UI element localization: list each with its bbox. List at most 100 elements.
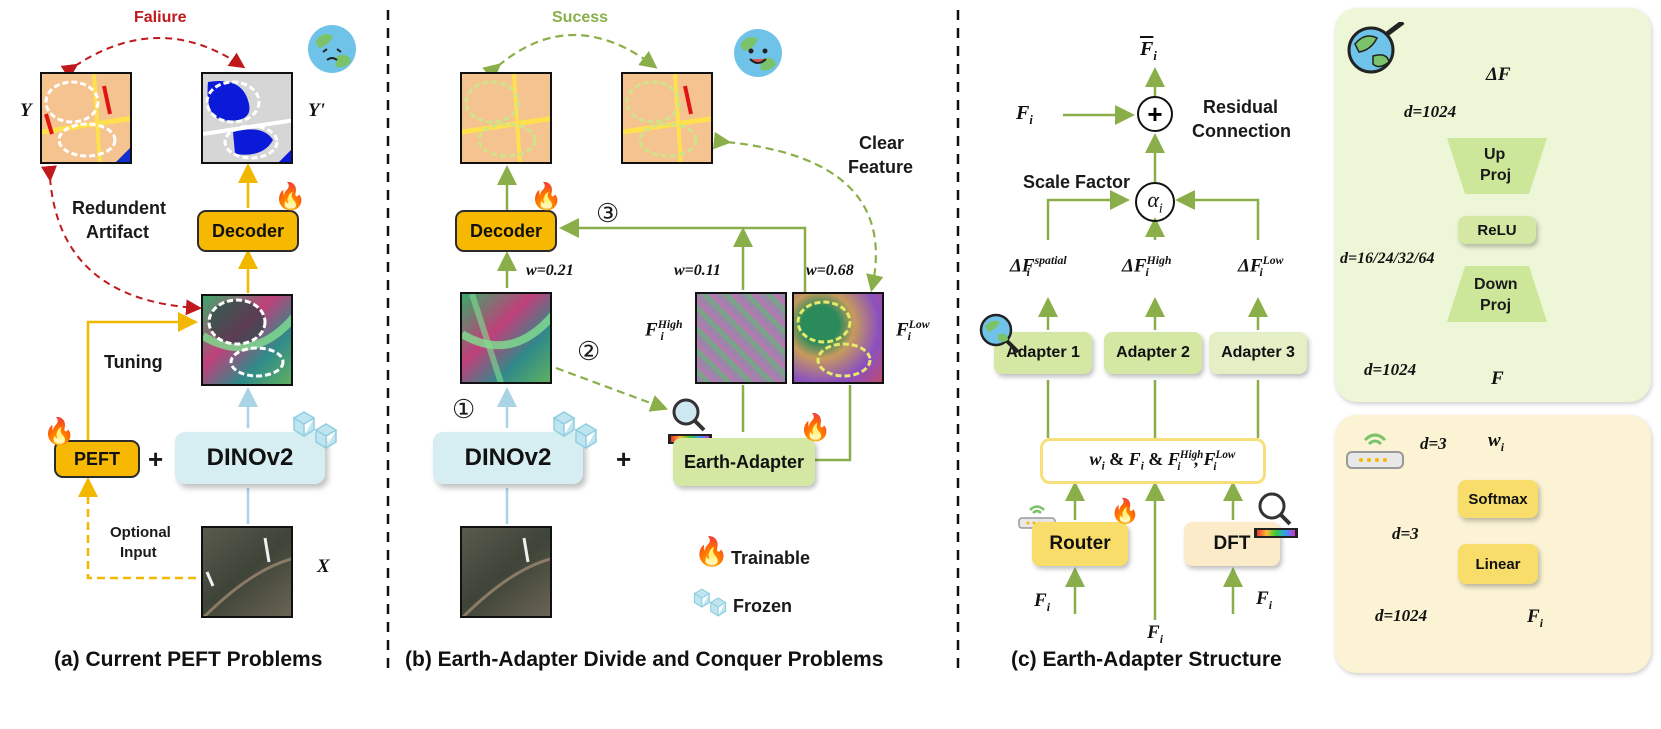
router-icon	[1346, 433, 1404, 469]
d-mid-label: d=16/24/32/64	[1340, 250, 1435, 267]
up-proj-label-1: Up	[1484, 146, 1506, 163]
router-in-label: Fi	[1034, 590, 1050, 614]
router-box: Router	[1032, 522, 1128, 566]
decoder-box-b: Decoder	[455, 210, 557, 252]
f-high-label: FHighi	[645, 318, 683, 344]
delta-f-label: ΔF	[1486, 64, 1511, 85]
f-bar-label: Fi	[1140, 38, 1157, 63]
down-proj-shape	[1447, 266, 1547, 322]
w2-label: w=0.11	[674, 262, 721, 279]
alpha-circle: αi	[1135, 182, 1175, 222]
f-label-d: F	[1491, 368, 1504, 389]
ground-truth-map-b	[460, 72, 552, 164]
optional-label-1: Optional	[110, 524, 171, 541]
plus-sign-a: +	[148, 444, 164, 474]
step2-label: ②	[577, 336, 601, 366]
fire-icon: 🔥	[274, 181, 307, 211]
redundant-label-1: Redundent	[72, 198, 166, 218]
success-label: Sucess	[552, 9, 609, 26]
optional-input-arrow	[78, 477, 196, 580]
clear-label-1: Clear	[859, 133, 905, 153]
delta-low-label: ΔFLowi	[1238, 254, 1284, 280]
clear-feature-arrow	[712, 131, 884, 293]
y-label: Y	[20, 100, 32, 121]
decoder-box-a: Decoder	[197, 210, 299, 252]
input-image-a	[201, 526, 293, 618]
d-top-label: d=1024	[1404, 102, 1457, 121]
up-proj-shape	[1447, 138, 1547, 194]
f-low-label: FLowi	[896, 318, 930, 344]
fire-icon: 🔥	[694, 536, 729, 567]
cube-icon	[552, 411, 598, 450]
input-image-b	[460, 526, 552, 618]
down-proj-label-2: Proj	[1480, 297, 1512, 314]
step2-arrow	[555, 366, 669, 412]
step3-label: ③	[596, 198, 620, 228]
d3-mid-label: d=3	[1392, 524, 1419, 543]
dft-in-label: Fi	[1256, 588, 1272, 612]
feature-map-b	[460, 292, 552, 384]
fire-icon: 🔥	[799, 412, 832, 442]
high-freq-map	[695, 292, 787, 384]
artifact-arrow	[41, 165, 202, 316]
peft-box: PEFT	[54, 440, 140, 478]
step3-arrow	[559, 218, 807, 292]
relu-box: ReLU	[1458, 216, 1536, 244]
d3-top-label: d=3	[1420, 434, 1447, 453]
redundant-label-2: Artifact	[86, 222, 150, 242]
failure-arrow	[60, 37, 246, 80]
adapter-to-low	[815, 385, 852, 462]
earth-icon	[979, 313, 1020, 354]
fire-icon: 🔥	[43, 416, 76, 446]
success-arrow	[482, 33, 658, 82]
w-label-e: wi	[1488, 430, 1504, 454]
plus-sign-b: +	[616, 444, 632, 474]
earth-crying-icon	[305, 22, 359, 76]
earth-icon	[1347, 22, 1405, 74]
cube-icon	[693, 588, 727, 617]
down-proj-label-1: Down	[1474, 276, 1518, 293]
softmax-box: Softmax	[1458, 480, 1538, 518]
optional-label-2: Input	[120, 544, 157, 561]
x-label: X	[317, 556, 330, 577]
w3-label: w=0.68	[806, 262, 854, 279]
prediction-map-a	[201, 72, 293, 164]
delta-spatial-label: ΔFspatiali	[1010, 254, 1067, 280]
prediction-map-b	[621, 72, 713, 164]
clear-label-2: Feature	[848, 157, 914, 177]
adapter3-box: Adapter 3	[1209, 332, 1307, 374]
spatial-to-alpha	[1046, 190, 1130, 240]
caption-a: (a) Current PEFT Problems	[54, 648, 323, 671]
earth-adapter-box: Earth-Adapter	[673, 438, 815, 486]
earth-happy-icon	[730, 25, 786, 81]
w1-label: w=0.21	[526, 262, 574, 279]
caption-c: (c) Earth-Adapter Structure	[1011, 648, 1282, 671]
adapter-detail-panel	[1335, 8, 1651, 402]
cube-icon	[292, 411, 338, 450]
dinov2-box-a: DINOv2	[175, 432, 325, 484]
ground-truth-map-a	[40, 72, 132, 164]
d1024-label-e: d=1024	[1375, 606, 1428, 625]
step1-label: ①	[452, 394, 476, 424]
adapter1-box: Adapter 1	[994, 332, 1092, 374]
merge-box: wi & Fi & FHighi, FLowi	[1040, 438, 1266, 484]
fire-icon: 🔥	[1110, 498, 1140, 525]
magnifier-icon	[1254, 492, 1298, 538]
frozen-label: Frozen	[733, 596, 793, 616]
dinov2-box-b: DINOv2	[433, 432, 583, 484]
residual-label-1: Residual	[1203, 97, 1279, 117]
center-in-label: Fi	[1147, 622, 1163, 646]
trainable-label: Trainable	[731, 548, 811, 568]
plus-circle: +	[1137, 96, 1173, 132]
tuning-label: Tuning	[104, 352, 163, 372]
linear-box: Linear	[1458, 544, 1538, 584]
y-prime-label: Y'	[308, 100, 325, 121]
up-proj-label-2: Proj	[1480, 167, 1512, 184]
fi-input-label: Fi	[1016, 102, 1033, 127]
adapter2-box: Adapter 2	[1104, 332, 1202, 374]
delta-high-label: ΔFHighi	[1122, 254, 1172, 280]
low-to-alpha	[1175, 190, 1260, 240]
residual-label-2: Connection	[1192, 121, 1291, 141]
feature-map-a	[201, 294, 293, 386]
low-freq-map	[792, 292, 884, 384]
